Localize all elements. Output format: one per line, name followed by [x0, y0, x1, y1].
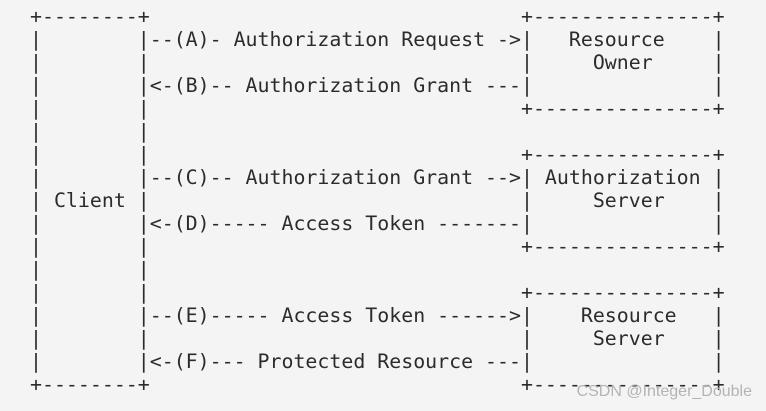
diagram-line-grant-b: | |<-(B)-- Authorization Grant ---| |	[30, 74, 725, 97]
diagram-line-client-auth-server: | Client | | Server |	[30, 189, 725, 212]
diagram-line-request-a: | |--(A)- Authorization Request ->| Reso…	[30, 28, 725, 51]
diagram-line-auth-server-top: | | +---------------+	[30, 143, 725, 166]
diagram-line-border-top: +--------+ +---------------+	[30, 5, 725, 28]
diagram-line-border-bottom: +--------+ +---------------+	[30, 373, 725, 396]
diagram-line-spacer-2: | |	[30, 258, 150, 281]
diagram-line-token-e: | |--(E)----- Access Token ------>| Reso…	[30, 304, 725, 327]
oauth-flow-ascii-diagram: +--------+ +---------------+ | |--(A)- A…	[30, 5, 725, 396]
diagram-line-resource-server-top: | | +---------------+	[30, 281, 725, 304]
csdn-watermark: CSDN @Integer_Double	[576, 383, 752, 400]
diagram-line-resource-f: | |<-(F)--- Protected Resource ---| |	[30, 350, 725, 373]
diagram-line-grant-c: | |--(C)-- Authorization Grant -->| Auth…	[30, 166, 725, 189]
diagram-line-spacer-1: | |	[30, 120, 150, 143]
diagram-line-token-d: | |<-(D)----- Access Token -------| |	[30, 212, 725, 235]
diagram-line-owner-bottom: | | +---------------+	[30, 97, 725, 120]
diagram-line-resource-server: | | | Server |	[30, 327, 725, 350]
diagram-line-resource-owner: | | | Owner |	[30, 51, 725, 74]
diagram-line-auth-server-bottom: | | +---------------+	[30, 235, 725, 258]
